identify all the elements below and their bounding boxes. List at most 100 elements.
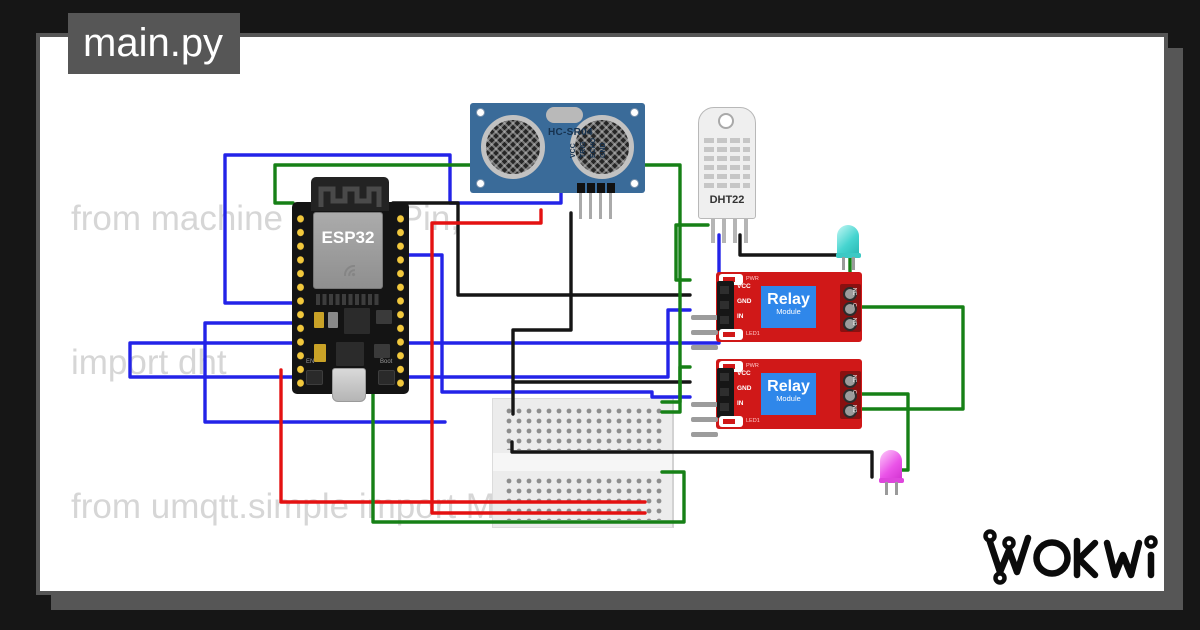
relay-title: Relay xyxy=(767,378,810,395)
pin-label: VCC xyxy=(737,283,751,290)
pin-label: IN xyxy=(737,400,744,407)
pwr-led xyxy=(719,274,743,285)
esp32-shield: ESP32 xyxy=(313,212,383,289)
sensor-vent-gaps xyxy=(704,138,750,190)
terminal-label: C xyxy=(851,303,857,307)
pwr-label: PWR xyxy=(746,363,759,369)
led-flange xyxy=(835,253,861,258)
status-led1 xyxy=(719,416,743,427)
file-tab[interactable]: main.py xyxy=(68,13,240,74)
pin-label: TRIG xyxy=(580,141,587,158)
pin-label: ECHO xyxy=(590,137,597,158)
diagram-canvas[interactable]: from machine import Pin, import dht from… xyxy=(36,33,1168,595)
boot-button[interactable] xyxy=(378,370,395,385)
esp32-component xyxy=(376,310,392,324)
pin-leg[interactable] xyxy=(744,219,748,243)
led1-label: LED1 xyxy=(746,418,760,424)
vcc-pin[interactable] xyxy=(577,183,585,193)
sensor-label: HC-SR04 xyxy=(548,127,593,138)
pin-leg[interactable] xyxy=(711,219,715,243)
esp32-pad-row xyxy=(316,294,380,305)
esp32-pins-right[interactable] xyxy=(394,210,407,388)
pwr-led xyxy=(719,361,743,372)
in-stub xyxy=(691,431,718,437)
relay-title: Relay xyxy=(767,291,810,308)
esp32-board[interactable]: ESP32 EN Boot xyxy=(292,177,409,402)
pin-label: VCC xyxy=(570,143,577,158)
cyan-led[interactable] xyxy=(835,225,861,271)
gnd-pin[interactable] xyxy=(607,183,615,193)
terminal-label: NC xyxy=(851,375,857,383)
trig-pin[interactable] xyxy=(587,183,595,193)
mounting-hole xyxy=(718,113,734,129)
vcc-stub xyxy=(691,314,718,320)
esp32-capacitor xyxy=(314,312,324,328)
wifi-icon xyxy=(344,265,356,277)
esp32-capacitor xyxy=(314,344,326,362)
relay-subtitle: Module xyxy=(776,394,801,403)
pin-header[interactable] xyxy=(717,368,734,418)
led-cathode-leg xyxy=(842,257,845,270)
terminal-label: C xyxy=(851,390,857,394)
en-button[interactable] xyxy=(306,370,323,385)
sensor-label: DHT22 xyxy=(709,194,745,206)
magenta-led[interactable] xyxy=(878,450,904,496)
pin-leg[interactable] xyxy=(722,219,726,243)
en-button-label: EN xyxy=(306,359,315,365)
terminal-block[interactable]: NC C NO xyxy=(840,284,861,332)
hc-sr04-sensor[interactable]: HC-SR04 VCC TRIG ECHO GND xyxy=(470,103,645,219)
pin-label: GND xyxy=(737,298,752,305)
terminal-block[interactable]: NC C NO xyxy=(840,371,861,419)
led-body xyxy=(837,225,859,257)
led-flange xyxy=(878,478,904,483)
pin-leg xyxy=(579,193,582,219)
breadboard-holes-top xyxy=(502,404,663,450)
wokwi-logo-icon xyxy=(983,529,1158,585)
mounting-hole xyxy=(476,108,485,117)
pwr-label: PWR xyxy=(746,276,759,282)
esp32-label: ESP32 xyxy=(321,228,375,247)
esp32-mcu-chip xyxy=(336,342,364,366)
dht22-sensor[interactable]: DHT22 xyxy=(698,107,756,243)
usb-connector xyxy=(332,368,366,402)
relay-cover: Relay Module xyxy=(761,373,816,415)
ultrasonic-transducer xyxy=(481,115,545,179)
terminal-label: NO xyxy=(851,318,857,326)
pin-label: IN xyxy=(737,313,744,320)
pin-leg[interactable] xyxy=(733,219,737,243)
file-tab-label: main.py xyxy=(83,21,224,65)
esp32-capacitor xyxy=(328,312,338,328)
mounting-hole xyxy=(630,108,639,117)
wokwi-logo xyxy=(979,521,1164,590)
mounting-hole xyxy=(476,179,485,188)
status-led1 xyxy=(719,329,743,340)
pin-leg xyxy=(599,193,602,219)
breadboard[interactable] xyxy=(492,398,674,528)
pin-leg xyxy=(609,193,612,219)
led1-label: LED1 xyxy=(746,331,760,337)
terminal-label: NO xyxy=(851,405,857,413)
relay-module-2[interactable]: PWR VCC GND IN Relay Module LED1 NC C NO xyxy=(691,359,862,437)
breadboard-holes-bottom xyxy=(502,474,663,520)
led-anode-leg xyxy=(895,482,898,495)
in-stub xyxy=(691,344,718,350)
esp32-regulator-chip xyxy=(344,308,370,334)
relay-module-1[interactable]: PWR VCC GND IN Relay Module LED1 NC C NO xyxy=(691,272,862,350)
pin-leg xyxy=(589,193,592,219)
esp32-component xyxy=(374,344,390,358)
wire-green xyxy=(850,305,965,411)
pin-header[interactable] xyxy=(717,281,734,331)
boot-button-label: Boot xyxy=(380,359,393,365)
wire-green xyxy=(674,223,710,282)
pin-label: GND xyxy=(737,385,752,392)
pin-label: VCC xyxy=(737,370,751,377)
led-anode-leg xyxy=(852,257,855,270)
gnd-stub xyxy=(691,329,718,335)
vcc-stub xyxy=(691,401,718,407)
pin-label: GND xyxy=(600,142,607,158)
echo-pin[interactable] xyxy=(597,183,605,193)
relay-cover: Relay Module xyxy=(761,286,816,328)
wire-black xyxy=(738,233,839,257)
mounting-hole xyxy=(630,179,639,188)
